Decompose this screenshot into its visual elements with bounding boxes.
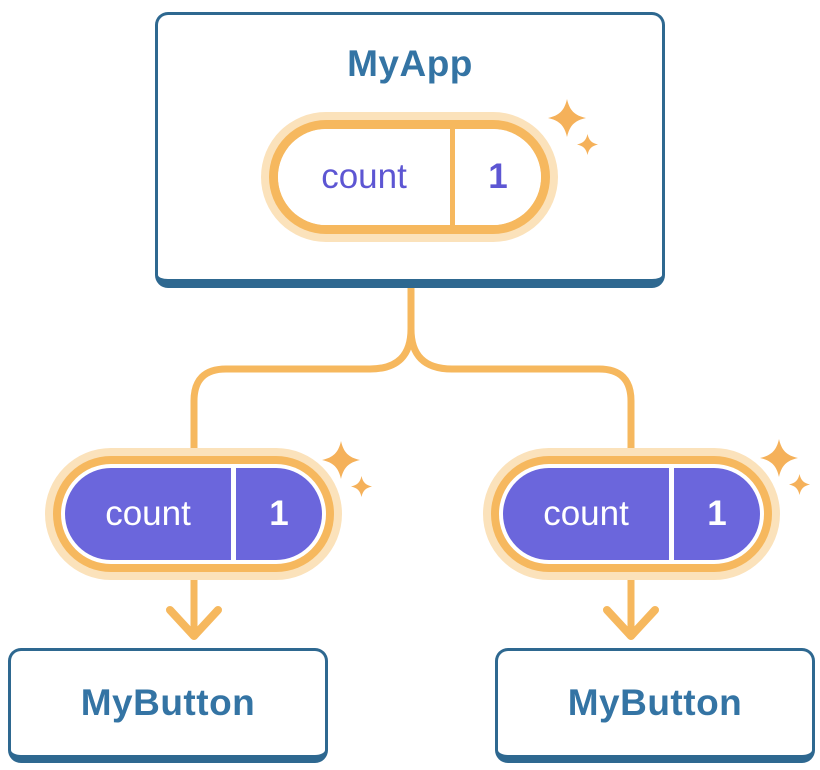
state-pill-ring: count 1 (53, 456, 334, 572)
state-pill-body: count 1 (503, 468, 760, 560)
state-pill-core: count 1 (499, 464, 764, 564)
connector-branch-left (190, 280, 415, 464)
component-title: MyButton (80, 682, 256, 723)
state-pill-core: count 1 (278, 129, 541, 225)
state-pill-child-left: count 1 (45, 448, 342, 580)
state-pill-divider (669, 468, 674, 560)
state-pill-child-right: count 1 (483, 448, 780, 580)
state-pill-divider (450, 129, 455, 225)
state-pill-root: count 1 (261, 112, 558, 242)
state-pill-divider (231, 468, 236, 560)
state-value-label: 1 (269, 494, 289, 533)
state-pill-ring: count 1 (491, 456, 772, 572)
component-card-mybutton-left: MyButton (8, 648, 328, 763)
state-value-label: 1 (707, 494, 727, 533)
state-name-label: count (543, 494, 629, 533)
state-pill-core: count 1 (61, 464, 326, 564)
state-name-label: count (321, 157, 407, 196)
component-title: MyApp (347, 43, 473, 84)
component-title: MyButton (567, 682, 743, 723)
arrow-down-right-icon (603, 606, 659, 640)
state-pill-body: count 1 (65, 468, 322, 560)
connector-branch-right (407, 280, 635, 464)
arrow-down-left-icon (166, 606, 222, 640)
component-card-mybutton-right: MyButton (495, 648, 815, 763)
state-pill-body: count 1 (278, 129, 541, 225)
state-name-label: count (105, 494, 191, 533)
state-pill-ring: count 1 (269, 120, 550, 234)
state-value-label: 1 (488, 157, 508, 196)
